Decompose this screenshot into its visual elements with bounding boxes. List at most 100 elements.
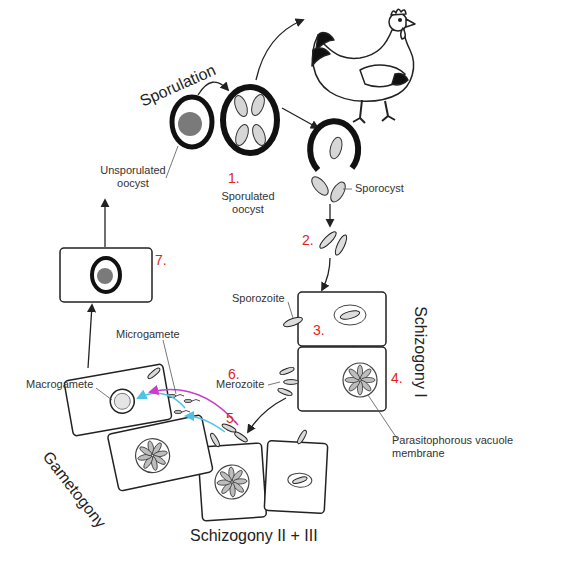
chicken-illustration [399,19,402,22]
host-cell-drawing [107,415,213,492]
cycle-arrows [88,305,92,368]
chicken-illustration [406,19,415,27]
sporulated-oocyst-drawing [223,87,277,153]
stage-name: Schizogony II + III [190,527,318,545]
host-cell-drawing [343,363,377,397]
excysted-oocyst-drawing [309,174,332,198]
host-cell-drawing [107,415,213,492]
leader-line [268,382,280,385]
part-label: Sporozoite [232,292,285,305]
host-cell-drawing [264,440,328,513]
part-label: Parasitophorous vacuole membrane [392,434,532,459]
chicken-illustration [401,28,406,39]
sporozoite-drawing [318,230,349,257]
stage-name: Gametogony [39,448,110,532]
callout-number: 7. [155,252,167,268]
microgamete-drawing [182,411,190,413]
part-label: Unsporulated oocyst [96,164,170,189]
sporulated-oocyst-drawing [223,87,277,153]
sporozoite-drawing [318,230,339,251]
leader-line [288,302,293,318]
callout-number: 2. [302,232,314,248]
microgamete-drawing [184,399,192,402]
host-cell-drawing [132,435,172,475]
excysted-oocyst-drawing [328,136,344,160]
cycle-arrows [248,398,286,432]
host-cell-drawing [214,464,250,500]
merozoite-drawing [233,431,248,444]
host-cell-drawing [108,387,136,415]
chicken-illustration [312,48,330,66]
excysted-oocyst-drawing [309,121,358,204]
part-label: Merozoite [216,378,264,391]
host-cell-drawing [282,292,386,346]
host-cell-drawing [279,366,295,376]
cycle-arrows [322,258,330,290]
sporulated-oocyst-drawing [249,93,267,117]
cycle-arrows [256,20,303,80]
part-label: Macrogamete [26,378,93,391]
stage-name: Schizogony I [411,306,429,398]
microgamete-drawing [192,400,200,402]
leader-line [96,388,112,400]
host-cell-drawing [60,248,152,302]
leader-line [96,146,398,440]
host-cell-drawing [277,387,293,397]
callout-number: 6. [228,366,240,382]
stage-name: Sporulation [137,61,218,111]
leader-line [163,340,176,394]
cycle-arrows [282,108,318,128]
chicken-illustration [391,9,406,15]
host-cell-drawing [113,392,132,411]
leader-line [343,189,352,190]
host-cell-drawing [292,476,308,485]
host-cell-drawing [60,248,152,302]
chicken-illustration [353,100,395,123]
sporulated-oocyst-drawing [233,123,251,147]
part-label: Sporulated oocyst [214,190,282,215]
host-cell-drawing [298,292,386,346]
chicken-illustration [313,30,414,101]
cycle-arrows [104,200,105,247]
merozoite-drawing [296,429,308,444]
callout-number: 1. [228,170,240,186]
sporozoite-drawing [333,234,349,257]
sporulated-oocyst-drawing [250,123,268,147]
callout-number: 3. [313,322,325,338]
microgamete-drawing [176,395,184,397]
chicken-illustration [392,73,408,84]
host-cell-drawing [287,473,312,488]
fertilisation-arrows [138,393,185,408]
host-cell-drawing [298,347,386,411]
callout-number: 4. [391,370,403,386]
part-label: Microgamete [116,328,180,341]
leader-line [368,395,398,440]
fertilisation-arrows [186,416,225,432]
cycle-arrows [329,204,330,226]
host-cell-drawing [264,440,328,513]
callout-number: 5. [226,410,238,426]
unsporulated-oocyst-drawing [172,97,212,147]
fertilisation-arrows [138,389,238,432]
microgamete-drawing [174,410,182,413]
host-cell-drawing [277,347,386,411]
unsporulated-oocyst-drawing [172,97,212,147]
host-cell-drawing [147,367,162,380]
chicken-illustration [312,9,415,123]
host-cell-drawing [97,268,113,284]
sporulated-oocyst-drawing [232,94,250,118]
merozoite-drawing [209,432,221,447]
leader-line [166,146,178,178]
part-label: Sporocyst [355,182,404,195]
host-cell-drawing [339,309,360,321]
host-cell-drawing [334,305,366,325]
host-cell-drawing [284,380,299,385]
unsporulated-oocyst-drawing [178,112,202,136]
fertilisation-arrows [150,389,238,425]
host-cell-drawing [92,258,120,292]
merozoite-drawing [209,423,308,448]
excysted-oocyst-drawing [310,121,358,170]
